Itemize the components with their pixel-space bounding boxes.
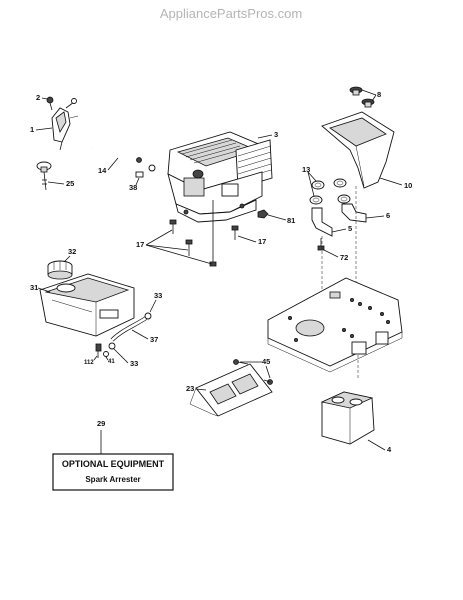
muffler-part [320, 391, 375, 445]
bushing-part [103, 351, 109, 357]
fuel-cap-part [47, 260, 73, 280]
throttle-control-part [51, 98, 79, 151]
optional-equipment-subtitle: Spark Arrester [85, 475, 140, 484]
bolt-part-d [231, 225, 239, 240]
guard-screw-part-b [263, 379, 273, 385]
plug-part-a [349, 86, 363, 96]
callout-1: 1 [30, 125, 34, 134]
engine-part [167, 131, 273, 223]
gasket-part-d [337, 194, 351, 204]
tank-fuel-line-part [110, 316, 148, 342]
bolt-part-c [209, 250, 217, 267]
callout-32: 32 [68, 247, 76, 256]
callout-37: 37 [150, 335, 158, 344]
callout-6: 6 [386, 211, 390, 220]
watermark: AppliancePartsPros.com [160, 6, 302, 21]
callout-13: 13 [302, 165, 310, 174]
callout-17-left: 17 [136, 240, 144, 249]
callout-4: 4 [387, 445, 392, 454]
frame-plate-part [267, 277, 403, 373]
callout-81: 81 [287, 216, 295, 225]
guard-screw-part-a [233, 359, 249, 365]
plug-part-b [361, 98, 375, 108]
gasket-part-b [333, 178, 347, 188]
exhaust-bolt-part [317, 238, 325, 251]
callout-14: 14 [98, 166, 107, 175]
callout-112: 112 [84, 360, 94, 366]
fuel-tank-part [39, 273, 135, 337]
callout-33-top: 33 [154, 291, 162, 300]
callout-23: 23 [186, 384, 194, 393]
callout-33-bottom: 33 [130, 359, 138, 368]
gasket-part-a [311, 180, 325, 190]
line-clamp-part-b [108, 342, 116, 350]
heat-shield-part [321, 111, 395, 189]
callout-5: 5 [348, 224, 352, 233]
callout-2: 2 [36, 93, 40, 102]
callout-31: 31 [30, 283, 38, 292]
callout-17-right: 17 [258, 237, 266, 246]
exhaust-pipe-part-b [341, 203, 367, 223]
callout-72: 72 [340, 253, 348, 262]
optional-equipment-title: OPTIONAL EQUIPMENT [62, 459, 165, 469]
muffler-guard-part [189, 363, 273, 417]
callout-45: 45 [262, 357, 270, 366]
callout-41: 41 [108, 359, 115, 365]
clamp-part [135, 157, 144, 178]
knob-part [36, 161, 52, 191]
callout-29: 29 [97, 419, 105, 428]
callout-38: 38 [129, 183, 137, 192]
exhaust-pipe-part-a [311, 207, 333, 237]
gasket-part-c [309, 195, 323, 205]
callout-25: 25 [66, 179, 74, 188]
callout-3: 3 [274, 130, 278, 139]
callout-10: 10 [404, 181, 412, 190]
optional-equipment-box [52, 453, 174, 491]
screw-part [46, 96, 54, 111]
line-clamp-part-a [144, 312, 152, 320]
nut-part [257, 209, 269, 219]
fuel-line-part [91, 144, 156, 172]
callout-8: 8 [377, 90, 381, 99]
fitting-part [95, 343, 102, 358]
bolt-part-b [185, 239, 193, 256]
bolt-part-a [169, 219, 177, 234]
